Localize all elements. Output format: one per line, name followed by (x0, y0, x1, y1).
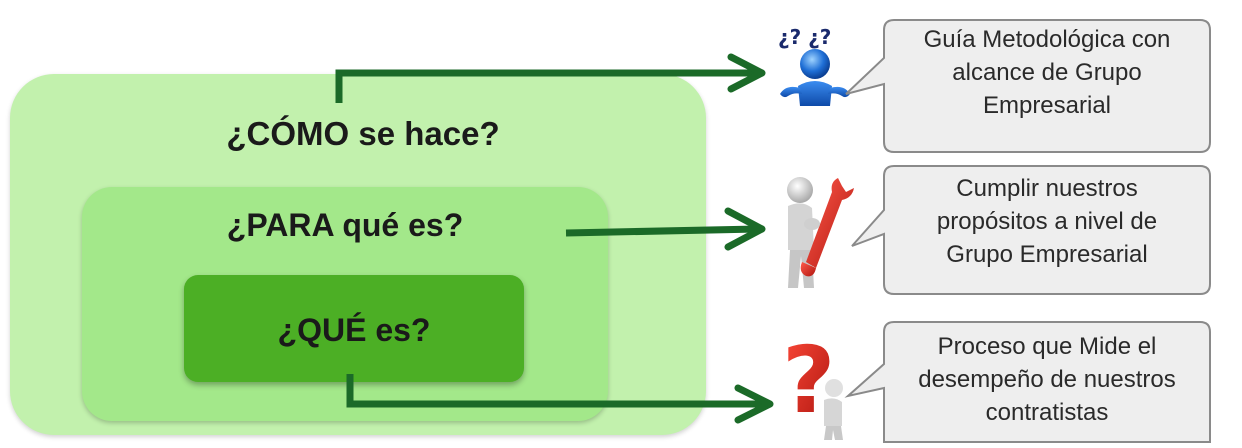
inner-box-que (184, 275, 524, 382)
arrow-para (565, 225, 759, 237)
arrowhead-como (727, 53, 766, 93)
wrench-person-icon (787, 177, 854, 288)
callout-bubble-3 (844, 321, 1211, 443)
callout-bubble-1 (845, 19, 1211, 153)
arrow-que (346, 374, 764, 408)
callout-text-2: Cumplir nuestros propósitos a nivel de G… (936, 175, 1158, 268)
arrow-como (335, 69, 758, 103)
callout-bubble-2 (851, 165, 1211, 295)
que-label: ¿QUÉ es? (277, 312, 431, 348)
arrowhead-que (734, 384, 774, 424)
callout-text-1: Guía Metodológica con alcance de Grupo E… (923, 26, 1171, 119)
question-marks-glyph: ¿? ¿? (778, 25, 831, 49)
question-person-icon: ? (782, 330, 843, 440)
para-label: ¿PARA qué es? (226, 207, 464, 243)
confused-person-icon: ¿? ¿? (778, 25, 850, 106)
como-label: ¿CÓMO se hace? (226, 115, 500, 152)
arrowhead-para (724, 207, 766, 251)
callout-text-3: Proceso que Mide el desempeño de nuestro… (918, 333, 1176, 426)
